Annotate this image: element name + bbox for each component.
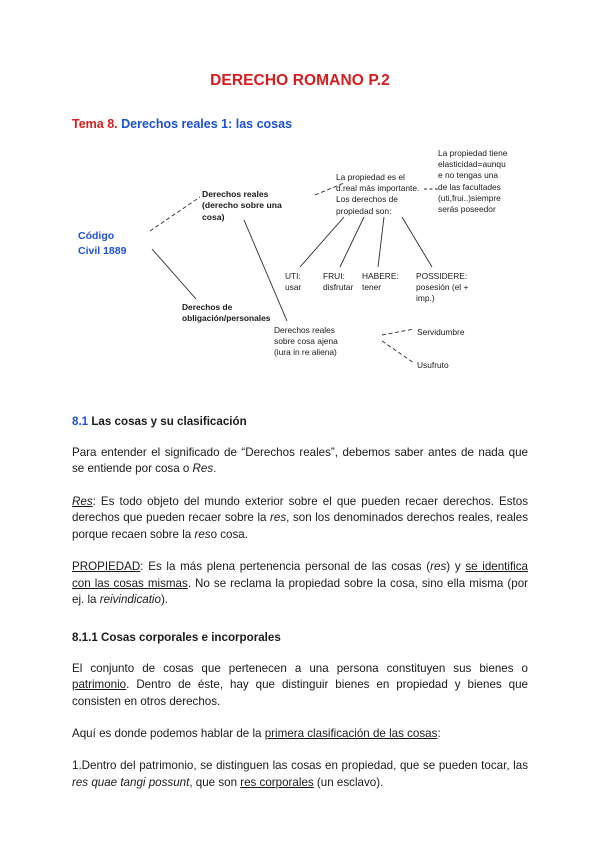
diagram-node-usufruto: Usufruto xyxy=(417,360,449,370)
section-title-8-1-1: Cosas corporales e incorporales xyxy=(97,630,281,644)
diagram-node-derechos-cosa-ajena: Derechos reales sobre cosa ajena (iura i… xyxy=(274,325,338,358)
diagram-node-codigo-civil: Código Civil 1889 xyxy=(78,230,127,257)
diagram-node-derechos-reales: Derechos reales (derecho sobre una cosa) xyxy=(202,189,282,222)
tema-heading: Tema 8. Derechos reales 1: las cosas xyxy=(72,117,528,131)
paragraph-8-1-3: PROPIEDAD: Es la más plena pertenencia p… xyxy=(72,560,529,607)
tema-title: Derechos reales 1: las cosas xyxy=(117,117,293,131)
diagram-connectors xyxy=(149,182,438,364)
section-title-8-1: Las cosas y su clasificación xyxy=(88,415,247,428)
diagram-node-possidere: POSSIDERE: posesión (el + imp.) xyxy=(416,271,469,304)
diagram-node-derechos-obligacion: Derechos de obligación/personales xyxy=(182,302,271,324)
paragraph-8-1-1-2: Aquí es donde podemos hablar de la prime… xyxy=(72,726,441,740)
concept-diagram: Código Civil 1889 Derechos reales (derec… xyxy=(72,145,528,393)
tema-number: Tema 8. xyxy=(72,117,118,131)
page-title: DERECHO ROMANO P.2 xyxy=(210,72,390,89)
paragraph-8-1-2: Res: Es todo objeto del mundo exterior s… xyxy=(72,494,528,541)
paragraph-8-1-1-1: El conjunto de cosas que pertenecen a un… xyxy=(72,661,528,708)
diagram-node-propiedad-importante: La propiedad es el d.real más importante… xyxy=(336,172,420,216)
diagram-node-uti: UTI: usar xyxy=(285,271,302,293)
page-content: DERECHO ROMANO P.2 Tema 8. Derechos real… xyxy=(72,0,528,791)
diagram-node-servidumbre: Servidumbre xyxy=(417,327,465,337)
diagram-node-habere: HABERE: tener xyxy=(362,271,399,293)
paragraph-8-1-1-3: 1.Dentro del patrimonio, se distinguen l… xyxy=(72,759,528,789)
diagram-node-elasticidad: La propiedad tiene elasticidad=aunqu e n… xyxy=(438,148,508,214)
section-heading-8-1-1: 8.1.1 Cosas corporales e incorporales xyxy=(72,631,528,644)
section-number-8-1: 8.1 xyxy=(72,415,89,428)
section-heading-8-1: 8.1 Las cosas y su clasificación xyxy=(72,415,528,428)
paragraph-8-1-1: Para entender el significado de “Derecho… xyxy=(72,446,528,476)
section-number-8-1-1: 8.1.1 xyxy=(72,630,98,644)
diagram-node-frui: FRUI: disfrutar xyxy=(323,271,354,293)
